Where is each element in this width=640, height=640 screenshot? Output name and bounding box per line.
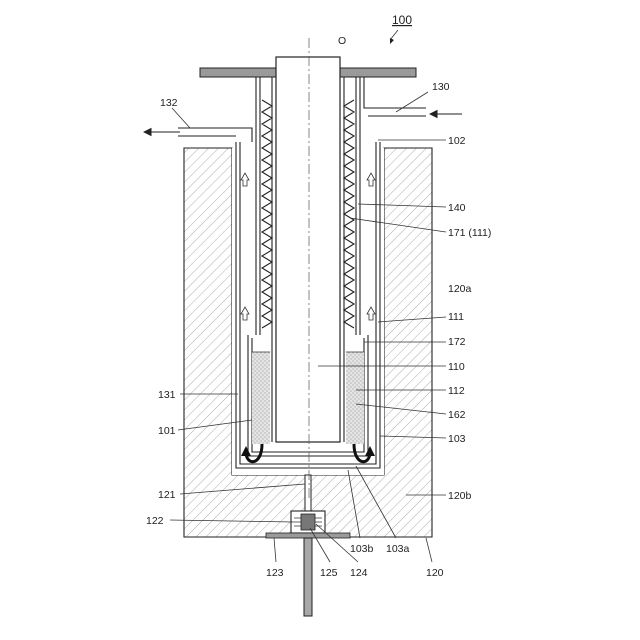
label-103b: 103b bbox=[350, 543, 374, 555]
label-121: 121 bbox=[158, 489, 176, 501]
label-103a: 103a bbox=[386, 543, 410, 555]
spring-block bbox=[301, 514, 315, 530]
liquid-left bbox=[252, 352, 270, 444]
label-130: 130 bbox=[432, 81, 450, 93]
label-132: 132 bbox=[160, 97, 178, 109]
label-120a: 120a bbox=[448, 283, 472, 295]
outlet-pipe bbox=[178, 128, 252, 142]
label-140: 140 bbox=[448, 202, 466, 214]
label-120: 120 bbox=[426, 567, 444, 579]
label-162: 162 bbox=[448, 409, 466, 421]
lower-rod bbox=[304, 538, 312, 616]
label-124: 124 bbox=[350, 567, 368, 579]
label-figure-100: 100 bbox=[392, 13, 412, 27]
bottom-plate bbox=[266, 533, 350, 538]
label-101: 101 bbox=[158, 425, 176, 437]
label-131: 131 bbox=[158, 389, 176, 401]
label-110: 110 bbox=[448, 361, 465, 373]
label-103: 103 bbox=[448, 433, 466, 445]
label-125: 125 bbox=[320, 567, 338, 579]
label-112: 112 bbox=[448, 385, 465, 397]
label-111: 111 bbox=[448, 311, 464, 323]
label-axis-o: O bbox=[338, 35, 346, 47]
center-tube bbox=[276, 57, 340, 442]
label-122: 122 bbox=[146, 515, 164, 527]
ref-arrow-100 bbox=[390, 38, 394, 44]
label-172: 172 bbox=[448, 336, 466, 348]
label-123: 123 bbox=[266, 567, 284, 579]
inlet-pipe bbox=[364, 77, 426, 108]
label-171: 171 (111) bbox=[448, 227, 491, 239]
upper-rod bbox=[305, 475, 311, 511]
label-102: 102 bbox=[448, 135, 466, 147]
label-120b: 120b bbox=[448, 490, 472, 502]
